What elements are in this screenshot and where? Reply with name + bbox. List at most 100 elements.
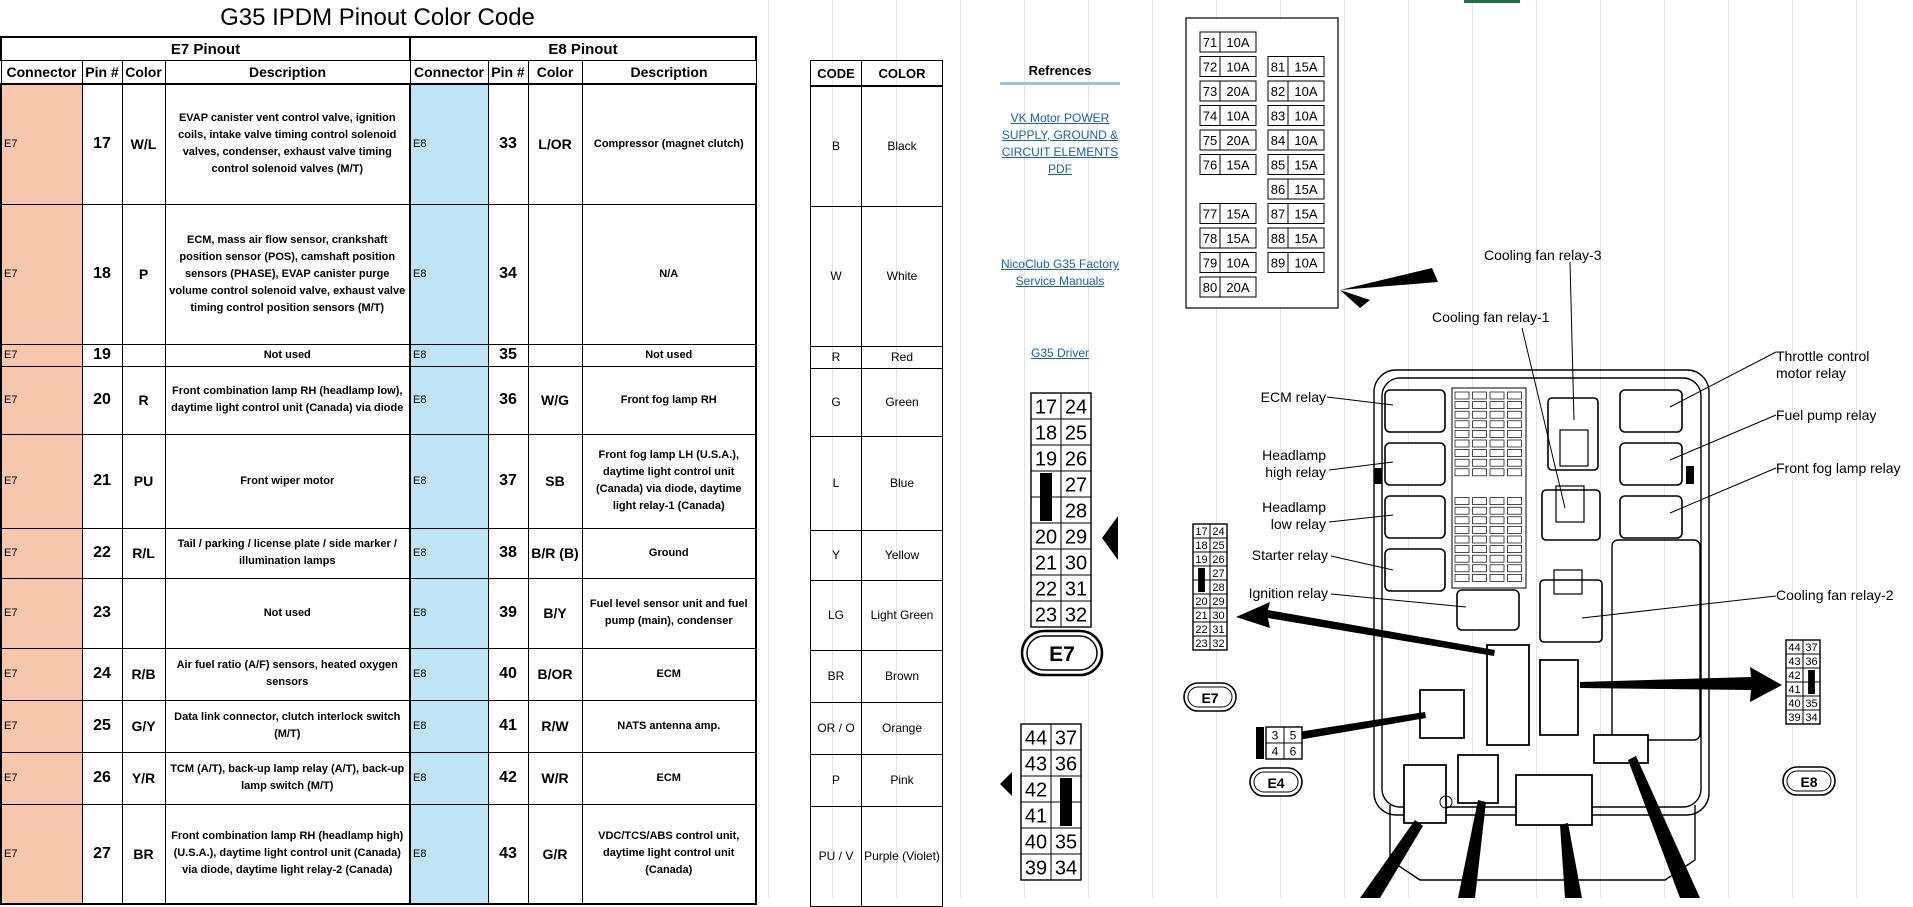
e8-description-cell[interactable]: N/A xyxy=(581,203,757,345)
code-code-cell[interactable]: L xyxy=(810,435,862,531)
code-color-cell[interactable]: Light Green xyxy=(861,579,943,651)
code-code-cell[interactable]: OR / O xyxy=(810,701,862,755)
e7-pin-cell[interactable]: 18 xyxy=(81,203,123,345)
code-color-cell[interactable]: Brown xyxy=(861,649,943,703)
e7-color-cell[interactable]: R xyxy=(121,365,166,435)
e7-color-cell[interactable]: P xyxy=(121,203,166,345)
e8-pin-cell[interactable]: 39 xyxy=(487,577,529,649)
code-color-cell[interactable]: Black xyxy=(861,85,943,207)
e8-pin-cell[interactable]: 33 xyxy=(487,83,529,205)
e7-pin-cell[interactable]: 19 xyxy=(81,343,123,367)
e8-color-cell[interactable]: R/W xyxy=(527,699,583,753)
e7-description-cell[interactable]: ECM, mass air flow sensor, crankshaft po… xyxy=(164,203,411,345)
e8-color-cell[interactable]: B/R (B) xyxy=(527,527,583,579)
e8-color-cell[interactable]: B/OR xyxy=(527,647,583,701)
e7-connector-cell[interactable]: E7 xyxy=(0,699,83,753)
e8-description-cell[interactable]: Fuel level sensor unit and fuel pump (ma… xyxy=(581,577,757,649)
code-code-cell[interactable]: LG xyxy=(810,579,862,651)
e8-connector-cell[interactable]: E8 xyxy=(409,803,489,905)
e7-description-cell[interactable]: Not used xyxy=(164,577,411,649)
e7-description-cell[interactable]: Front combination lamp RH (headlamp low)… xyxy=(164,365,411,435)
e8-description-cell[interactable]: ECM xyxy=(581,751,757,805)
code-color-cell[interactable]: White xyxy=(861,205,943,347)
e7-description-cell[interactable]: Tail / parking / license plate / side ma… xyxy=(164,527,411,579)
e8-description-cell[interactable]: NATS antenna amp. xyxy=(581,699,757,753)
e8-description-cell[interactable]: Ground xyxy=(581,527,757,579)
e8-connector-cell[interactable]: E8 xyxy=(409,527,489,579)
e8-pin-cell[interactable]: 34 xyxy=(487,203,529,345)
e7-pin-cell[interactable]: 22 xyxy=(81,527,123,579)
reference-link-g35-driver[interactable]: G35 Driver xyxy=(1030,346,1089,360)
e7-connector-cell[interactable]: E7 xyxy=(0,751,83,805)
e8-color-cell[interactable]: W/R xyxy=(527,751,583,805)
code-code-cell[interactable]: R xyxy=(810,345,862,369)
code-code-cell[interactable]: W xyxy=(810,205,862,347)
e8-connector-cell[interactable]: E8 xyxy=(409,343,489,367)
e7-connector-cell[interactable]: E7 xyxy=(0,803,83,905)
e7-connector-cell[interactable]: E7 xyxy=(0,647,83,701)
code-code-cell[interactable]: PU / V xyxy=(810,805,862,907)
e7-pin-cell[interactable]: 20 xyxy=(81,365,123,435)
e8-connector-cell[interactable]: E8 xyxy=(409,203,489,345)
e8-connector-cell[interactable]: E8 xyxy=(409,647,489,701)
code-color-cell[interactable]: Blue xyxy=(861,435,943,531)
e8-pin-cell[interactable]: 35 xyxy=(487,343,529,367)
e7-pin-cell[interactable]: 21 xyxy=(81,433,123,529)
e7-connector-cell[interactable]: E7 xyxy=(0,527,83,579)
e7-description-cell[interactable]: Front wiper motor xyxy=(164,433,411,529)
e8-connector-cell[interactable]: E8 xyxy=(409,699,489,753)
code-color-cell[interactable]: Green xyxy=(861,367,943,437)
e8-connector-cell[interactable]: E8 xyxy=(409,577,489,649)
e7-color-cell[interactable]: Y/R xyxy=(121,751,166,805)
e7-connector-cell[interactable]: E7 xyxy=(0,343,83,367)
code-color-cell[interactable]: Red xyxy=(861,345,943,369)
e7-description-cell[interactable]: Not used xyxy=(164,343,411,367)
e8-color-cell[interactable]: L/OR xyxy=(527,83,583,205)
e8-pin-cell[interactable]: 37 xyxy=(487,433,529,529)
e8-connector-cell[interactable]: E8 xyxy=(409,83,489,205)
e7-color-cell[interactable]: PU xyxy=(121,433,166,529)
e7-color-cell[interactable]: BR xyxy=(121,803,166,905)
e8-connector-cell[interactable]: E8 xyxy=(409,365,489,435)
e7-pin-cell[interactable]: 25 xyxy=(81,699,123,753)
e8-color-cell[interactable]: W/G xyxy=(527,365,583,435)
e7-pin-cell[interactable]: 23 xyxy=(81,577,123,649)
e8-description-cell[interactable]: VDC/TCS/ABS control unit, daytime light … xyxy=(581,803,757,905)
e8-color-cell[interactable]: SB xyxy=(527,433,583,529)
e7-connector-cell[interactable]: E7 xyxy=(0,203,83,345)
e7-color-cell[interactable]: W/L xyxy=(121,83,166,205)
e7-description-cell[interactable]: Data link connector, clutch interlock sw… xyxy=(164,699,411,753)
e8-color-cell[interactable] xyxy=(527,343,583,367)
e7-connector-cell[interactable]: E7 xyxy=(0,433,83,529)
e8-description-cell[interactable]: Front fog lamp RH xyxy=(581,365,757,435)
e7-pin-cell[interactable]: 26 xyxy=(81,751,123,805)
code-color-cell[interactable]: Orange xyxy=(861,701,943,755)
e7-connector-cell[interactable]: E7 xyxy=(0,365,83,435)
code-color-cell[interactable]: Purple (Violet) xyxy=(861,805,943,907)
e8-pin-cell[interactable]: 40 xyxy=(487,647,529,701)
e8-connector-cell[interactable]: E8 xyxy=(409,751,489,805)
e8-description-cell[interactable]: ECM xyxy=(581,647,757,701)
code-code-cell[interactable]: G xyxy=(810,367,862,437)
e7-pin-cell[interactable]: 17 xyxy=(81,83,123,205)
e8-pin-cell[interactable]: 42 xyxy=(487,751,529,805)
e8-color-cell[interactable]: B/Y xyxy=(527,577,583,649)
e7-description-cell[interactable]: Front combination lamp RH (headlamp high… xyxy=(164,803,411,905)
e7-pin-cell[interactable]: 24 xyxy=(81,647,123,701)
code-code-cell[interactable]: Y xyxy=(810,529,862,581)
e8-pin-cell[interactable]: 38 xyxy=(487,527,529,579)
e7-color-cell[interactable]: R/B xyxy=(121,647,166,701)
code-code-cell[interactable]: P xyxy=(810,753,862,807)
e7-description-cell[interactable]: EVAP canister vent control valve, igniti… xyxy=(164,83,411,205)
e7-description-cell[interactable]: TCM (A/T), back-up lamp relay (A/T), bac… xyxy=(164,751,411,805)
e8-color-cell[interactable]: G/R xyxy=(527,803,583,905)
code-code-cell[interactable]: BR xyxy=(810,649,862,703)
code-color-cell[interactable]: Pink xyxy=(861,753,943,807)
e7-color-cell[interactable]: G/Y xyxy=(121,699,166,753)
e7-pin-cell[interactable]: 27 xyxy=(81,803,123,905)
e7-color-cell[interactable] xyxy=(121,577,166,649)
e7-connector-cell[interactable]: E7 xyxy=(0,83,83,205)
e8-connector-cell[interactable]: E8 xyxy=(409,433,489,529)
e7-description-cell[interactable]: Air fuel ratio (A/F) sensors, heated oxy… xyxy=(164,647,411,701)
reference-link-nicoclub[interactable]: NicoClub G35 Factory Service Manuals xyxy=(1000,257,1120,288)
